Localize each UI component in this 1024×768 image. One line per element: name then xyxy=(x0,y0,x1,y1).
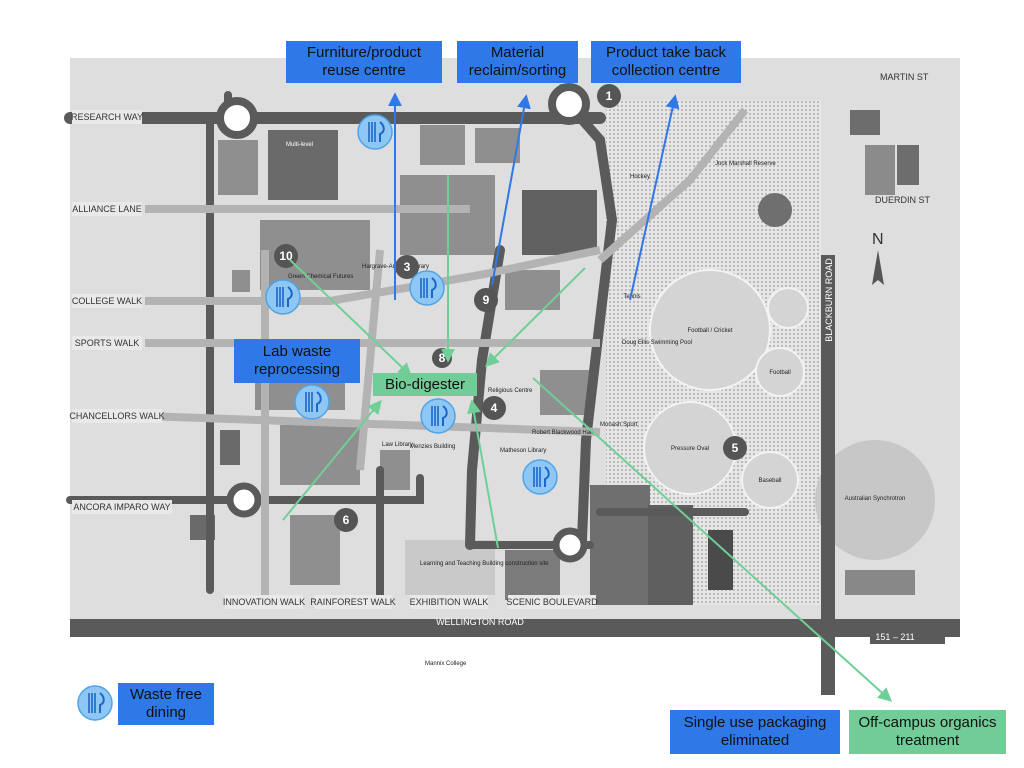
street-duerdin-st: DUERDIN ST xyxy=(875,195,931,205)
football-oval xyxy=(649,269,771,391)
dining-icon xyxy=(522,459,558,495)
roundabout xyxy=(552,527,588,563)
street-ancora-imparo-way: ANCORA IMPARO WAY xyxy=(73,502,170,512)
marker-8: 8 xyxy=(439,351,446,365)
label-mannix: Mannix College xyxy=(425,661,467,667)
building-block xyxy=(845,570,915,595)
building-block xyxy=(865,145,895,195)
callout-single-use-packaging: Single use packaging eliminated xyxy=(670,710,840,754)
dining-icon xyxy=(357,114,393,150)
street-wellington-road: WELLINGTON ROAD xyxy=(436,617,524,627)
baseball-field xyxy=(741,451,799,509)
dining-icons xyxy=(265,114,558,495)
roundabout xyxy=(226,482,262,518)
building-block xyxy=(897,145,919,185)
label-baseball: Baseball xyxy=(758,478,781,484)
campus-buildings xyxy=(190,125,733,605)
street-number-range: 151 – 211 xyxy=(875,632,914,642)
callout-furniture-reuse: Furniture/product reuse centre xyxy=(286,41,442,83)
arrow-from-south xyxy=(467,399,499,549)
football-field xyxy=(755,347,805,397)
label-pool: Doug Ellis Swimming Pool xyxy=(622,340,692,346)
street-research-way: RESEARCH WAY xyxy=(71,112,143,122)
dining-icon xyxy=(409,270,445,306)
label-hockey: Hockey xyxy=(630,174,650,180)
arrow-from-southwest xyxy=(282,399,382,521)
label-religious-centre: Religious Centre xyxy=(488,388,533,394)
legend-waste-free-dining: Waste free dining xyxy=(118,683,214,725)
marker-6: 6 xyxy=(343,513,350,527)
street-innovation-walk: INNOVATION WALK xyxy=(223,597,305,607)
street-scenic-boulevard: SCENIC BOULEVARD xyxy=(506,597,598,607)
street-college-walk: COLLEGE WALK xyxy=(72,296,142,306)
label-law-library: Law Library xyxy=(382,442,413,448)
compass-arrow-icon xyxy=(872,250,884,285)
label-robert-blackwood: Robert Blackwood Hall xyxy=(532,430,593,436)
marker-5: 5 xyxy=(732,441,739,455)
callout-material-reclaim: Material reclaim/sorting xyxy=(457,41,578,83)
legend-dining-icon xyxy=(77,685,113,721)
marker-1: 1 xyxy=(606,89,613,103)
arrow-from-10 xyxy=(289,259,413,377)
callout-biodigester: Bio-digester xyxy=(373,373,477,396)
building-block xyxy=(850,110,880,135)
label-matheson: Matheson Library xyxy=(500,448,546,454)
marker-9: 9 xyxy=(483,293,490,307)
street-sports-walk: SPORTS WALK xyxy=(75,338,140,348)
street-rainforest-walk: RAINFOREST WALK xyxy=(310,597,396,607)
street-exhibition-walk: EXHIBITION WALK xyxy=(410,597,489,607)
street-chancellors-walk: CHANCELLORS WALK xyxy=(69,411,164,421)
label-australian-synchrotron: Australian Synchrotron xyxy=(845,496,906,502)
callout-take-back: Product take back collection centre xyxy=(591,41,741,83)
roundabout xyxy=(548,83,590,125)
arrow-to-material-reclaim xyxy=(491,94,531,286)
blue-flow-arrows xyxy=(388,92,680,301)
label-football: Football xyxy=(769,370,790,376)
street-martin-st: MARTIN ST xyxy=(880,72,929,82)
marker-3: 3 xyxy=(404,260,411,274)
label-learning-teaching: Learning and Teaching Building construct… xyxy=(420,561,549,567)
green-flow-arrows xyxy=(282,175,893,702)
label-menzies: Menzies Building xyxy=(410,444,455,450)
synchrotron-ring xyxy=(815,440,935,560)
label-football-cricket: Football / Cricket xyxy=(687,328,732,334)
label-multi-level: Multi-level xyxy=(286,142,313,148)
reserve-pond xyxy=(758,193,792,227)
dining-icon xyxy=(420,398,456,434)
callout-off-campus: Off-campus organics treatment xyxy=(849,710,1006,754)
label-tennis: Tennis xyxy=(623,294,640,300)
marker-10: 10 xyxy=(279,249,293,263)
arrow-to-takeback xyxy=(629,94,680,301)
label-pressure-oval: Pressure Oval xyxy=(671,446,709,452)
label-jock-marshall: Jock Marshall Reserve xyxy=(715,161,776,167)
label-green-chemical: Green Chemical Futures xyxy=(288,274,353,280)
roundabout xyxy=(216,97,258,139)
football-field-north xyxy=(767,287,809,329)
label-monash-sport: Monash Sport xyxy=(600,422,638,428)
marker-4: 4 xyxy=(491,401,498,415)
street-blackburn-road: BLACKBURN ROAD xyxy=(824,258,834,342)
walkways xyxy=(144,107,749,600)
compass-north-label: N xyxy=(872,231,884,248)
arrow-from-east xyxy=(485,267,586,367)
arrow-to-off-campus xyxy=(532,377,893,702)
dining-icon xyxy=(265,279,301,315)
dining-icon xyxy=(294,384,330,420)
callout-lab-waste: Lab waste reprocessing xyxy=(234,339,360,383)
street-alliance-lane: ALLIANCE LANE xyxy=(72,204,142,214)
